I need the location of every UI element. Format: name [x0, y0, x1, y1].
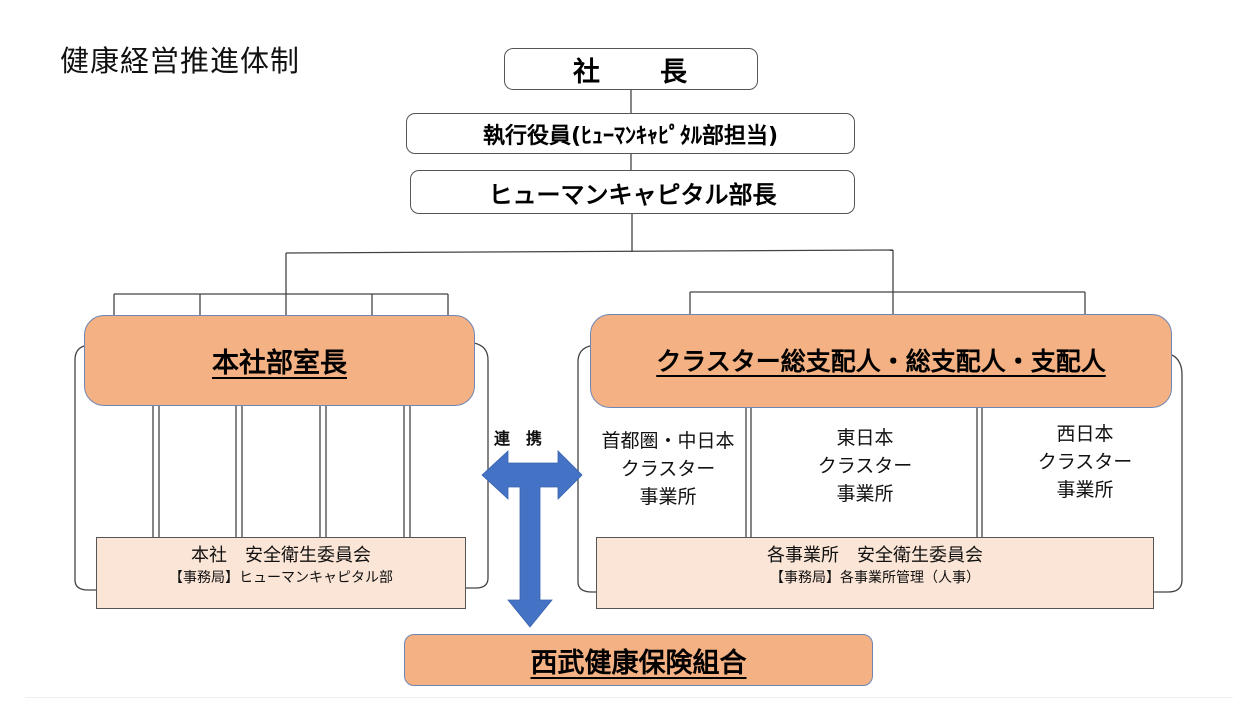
region-line: クラスター [620, 458, 716, 480]
page-title: 健康経営推進体制 [60, 44, 301, 78]
hq-managers-label: 本社部室長 [212, 348, 347, 379]
region-line: 事業所 [1056, 479, 1114, 501]
region-line: クラスター [1037, 451, 1133, 473]
cooperation-arrow-icon [481, 450, 583, 628]
health-insurance-label: 西武健康保険組合 [530, 647, 747, 679]
hc-department-head-box: ヒューマンキャピタル部長 [410, 170, 855, 214]
footer-divider [25, 697, 1233, 698]
region-line: 東日本 [836, 427, 894, 449]
region-line: 首都圏・中日本 [601, 430, 735, 452]
hq-committee-name: 本社 安全衛生委員会 [191, 545, 371, 566]
region-line: 事業所 [639, 486, 697, 508]
region-line: クラスター [817, 455, 913, 477]
hq-safety-committee-box: 本社 安全衛生委員会 【事務局】ヒューマンキャピタル部 [96, 537, 466, 609]
region-line: 事業所 [836, 483, 894, 505]
hc-department-head-label: ヒューマンキャピタル部長 [488, 180, 777, 209]
executive-officer-box: 執行役員(ﾋｭｰﾏﾝｷｬﾋﾟﾀﾙ部担当) [406, 113, 855, 154]
president-box: 社 長 [504, 48, 758, 90]
president-label: 社 長 [573, 56, 689, 88]
office-committee-secretariat: 【事務局】各事業所管理（人事） [770, 570, 980, 586]
office-committee-name: 各事業所 安全衛生委員会 [767, 545, 983, 566]
office-safety-committee-box: 各事業所 安全衛生委員会 【事務局】各事業所管理（人事） [596, 537, 1154, 609]
cluster-managers-box: クラスター総支配人・総支配人・支配人 [590, 314, 1172, 408]
hq-managers-box: 本社部室長 [84, 315, 475, 406]
cluster-managers-label: クラスター総支配人・総支配人・支配人 [656, 347, 1106, 376]
region-higashinihon: 東日本 クラスター 事業所 [790, 424, 940, 508]
cooperation-label: 連 携 [494, 429, 543, 448]
region-shutoken-chunippon: 首都圏・中日本 クラスター 事業所 [590, 427, 746, 511]
region-nishinihon: 西日本 クラスター 事業所 [1010, 420, 1160, 504]
health-insurance-box: 西武健康保険組合 [404, 634, 873, 686]
region-line: 西日本 [1056, 423, 1114, 445]
executive-officer-label: 執行役員(ﾋｭｰﾏﾝｷｬﾋﾟﾀﾙ部担当) [482, 123, 779, 149]
left-double-lines [152, 405, 411, 538]
hq-committee-secretariat: 【事務局】ヒューマンキャピタル部 [169, 570, 393, 586]
connector-main-horizontal [285, 249, 894, 254]
